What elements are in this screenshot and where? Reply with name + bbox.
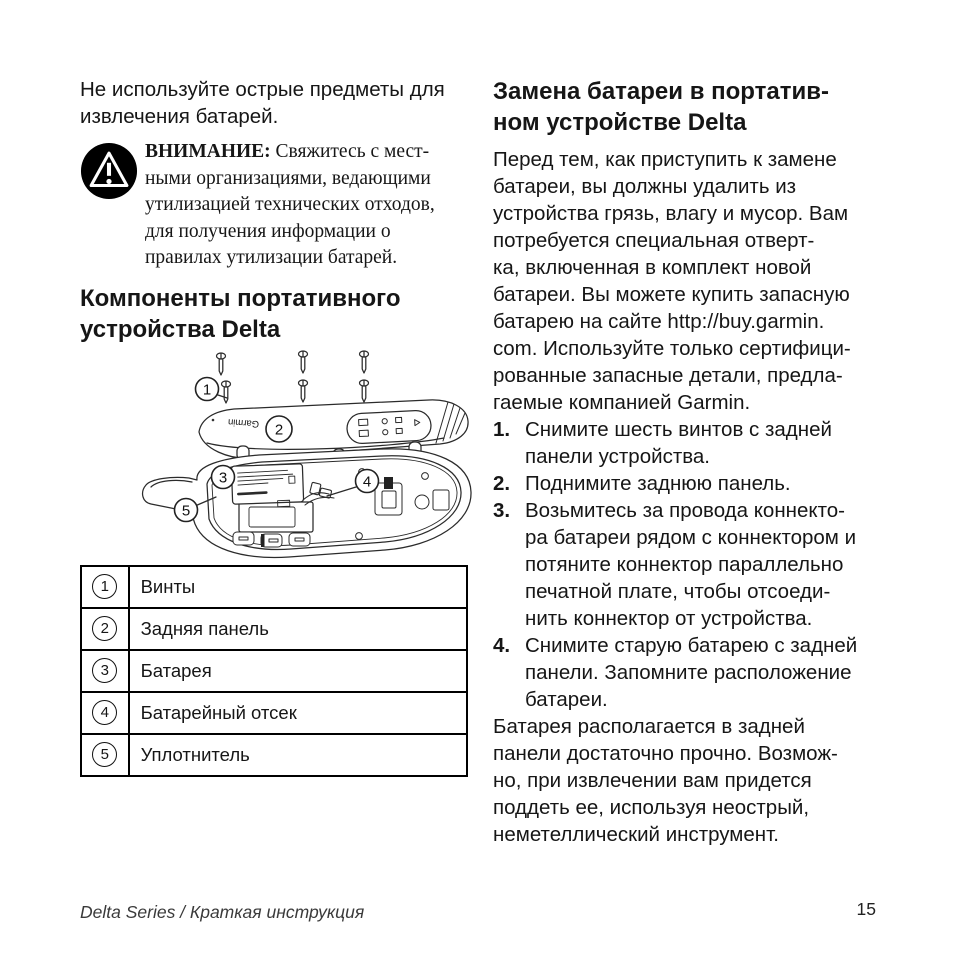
step-item: 1. Снимите шесть винтов с задней панели … <box>493 416 881 470</box>
part-label: Батарейный отсек <box>127 690 469 735</box>
part-number-badge: 5 <box>92 742 118 767</box>
callout-4: 4 <box>356 469 379 492</box>
step-text: Возьмитесь за провода коннекто- ра батар… <box>525 499 857 630</box>
right-column: Замена батареи в портатив- ном устройств… <box>493 76 881 848</box>
battery-replacement-heading: Замена батареи в портатив- ном устройств… <box>493 78 829 136</box>
callout-4-leader <box>327 487 356 496</box>
parts-table-row: 1 Винты <box>80 564 469 609</box>
part-label: Батарея <box>127 648 469 693</box>
screws-icon <box>217 351 369 403</box>
page-number: 15 <box>856 899 876 919</box>
part-number-badge: 2 <box>92 616 118 641</box>
device-exploded-diagram: Garmin <box>137 350 473 562</box>
left-column: Не используйте острые предметы для извле… <box>80 76 468 777</box>
step-text: Поднимите заднюю панель. <box>525 472 791 495</box>
parts-table: 1 Винты 2 Задняя панель 3 Батарея 4 Бата… <box>80 564 469 777</box>
part-number-badge: 1 <box>92 574 118 599</box>
warning-text: ВНИМАНИЕ: Свяжитесь с мест- ными организ… <box>145 139 468 272</box>
svg-text:5: 5 <box>182 502 190 519</box>
back-panel-drawing: Garmin <box>199 399 468 462</box>
footer-doc-title: Delta Series / Краткая инструкция <box>80 902 365 922</box>
parts-table-row: 3 Батарея <box>80 648 469 693</box>
battery-replacement-intro: Перед тем, как приступить к замене батар… <box>493 148 851 414</box>
warning-note: ВНИМАНИЕ: Свяжитесь с мест- ными организ… <box>80 139 468 272</box>
svg-text:2: 2 <box>275 421 283 438</box>
callout-3: 3 <box>212 465 235 488</box>
svg-text:1: 1 <box>203 381 211 398</box>
callout-1: 1 <box>196 377 219 400</box>
warning-icon <box>80 142 138 200</box>
components-heading: Компоненты портативного устройства Delta <box>80 284 401 343</box>
steps-list: 1. Снимите шесть винтов с задней панели … <box>493 416 881 713</box>
part-label: Задняя панель <box>127 606 469 651</box>
step-item: 4. Снимите старую батарею с задней панел… <box>493 632 881 713</box>
battery-connector-drawing <box>303 482 334 505</box>
svg-text:3: 3 <box>219 469 227 486</box>
battery-drawing <box>231 463 303 507</box>
callout-5: 5 <box>175 498 198 521</box>
part-label: Уплотнитель <box>127 732 469 777</box>
step-number: 4. <box>493 634 511 657</box>
callout-2: 2 <box>266 416 292 442</box>
step-number: 3. <box>493 499 511 522</box>
step-item: 3. Возьмитесь за провода коннекто- ра ба… <box>493 497 881 632</box>
warning-body: Свяжитесь с мест- ными организациями, ве… <box>145 141 435 268</box>
parts-table-row: 4 Батарейный отсек <box>80 690 469 735</box>
parts-table-row: 2 Задняя панель <box>80 606 469 651</box>
warning-label: ВНИМАНИЕ: <box>145 141 271 162</box>
step-text: Снимите шесть винтов с задней панели уст… <box>525 418 832 468</box>
callout-5-leader <box>195 497 216 506</box>
parts-table-row: 5 Уплотнитель <box>80 732 469 777</box>
intro-paragraph: Не используйте острые предметы для извле… <box>80 78 445 128</box>
part-number-badge: 3 <box>92 658 118 683</box>
part-number-badge: 4 <box>92 700 118 725</box>
step-number: 2. <box>493 472 511 495</box>
svg-text:4: 4 <box>363 473 371 490</box>
step-number: 1. <box>493 418 511 441</box>
step-item: 2. Поднимите заднюю панель. <box>493 470 881 497</box>
part-label: Винты <box>127 564 469 609</box>
brand-text: Garmin <box>228 416 260 429</box>
battery-note-paragraph: Батарея располагается в задней панели до… <box>493 715 838 846</box>
step-text: Снимите старую батарею с задней панели. … <box>525 634 858 711</box>
